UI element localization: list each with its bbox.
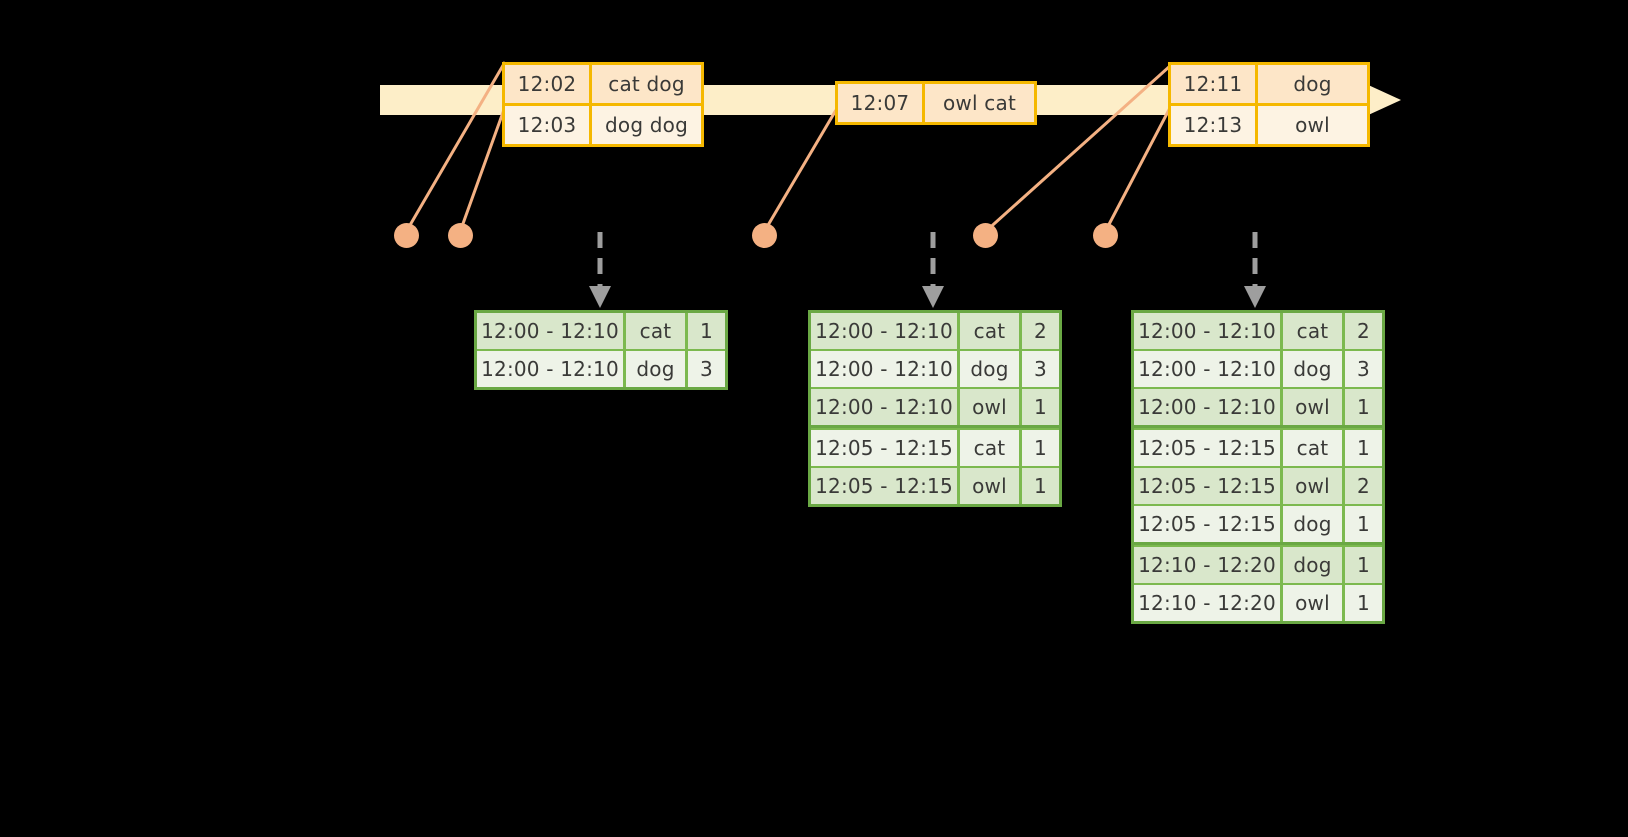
cell-count: 1 bbox=[1342, 585, 1382, 621]
cell-count: 1 bbox=[1019, 468, 1059, 504]
cell-window: 12:00 - 12:10 bbox=[811, 313, 957, 349]
cell-window: 12:05 - 12:15 bbox=[811, 430, 957, 466]
cell-count: 1 bbox=[1342, 389, 1382, 425]
cell-window: 12:00 - 12:10 bbox=[1134, 389, 1280, 425]
cell-window: 12:10 - 12:20 bbox=[1134, 585, 1280, 621]
cell-word: dog bbox=[623, 351, 685, 387]
cell-word: dog bbox=[957, 351, 1019, 387]
leader-line-2 bbox=[458, 103, 508, 233]
event-time: 12:13 bbox=[1171, 106, 1255, 144]
flow-arrow-1 bbox=[585, 232, 615, 312]
cell-word: dog bbox=[1280, 547, 1342, 583]
cell-window: 12:00 - 12:10 bbox=[811, 389, 957, 425]
event-time: 12:03 bbox=[505, 106, 589, 144]
cell-window: 12:00 - 12:10 bbox=[811, 351, 957, 387]
connector-dot-4 bbox=[973, 223, 998, 248]
event-time: 12:02 bbox=[505, 65, 589, 103]
cell-count: 3 bbox=[1342, 351, 1382, 387]
cell-count: 1 bbox=[1342, 506, 1382, 542]
cell-count: 3 bbox=[685, 351, 725, 387]
cell-word: dog bbox=[1280, 506, 1342, 542]
connector-dot-5 bbox=[1093, 223, 1118, 248]
cell-count: 1 bbox=[685, 313, 725, 349]
cell-count: 2 bbox=[1342, 313, 1382, 349]
cell-word: owl bbox=[1280, 468, 1342, 504]
cell-count: 1 bbox=[1342, 430, 1382, 466]
flow-arrow-3 bbox=[1240, 232, 1270, 312]
cell-window: 12:05 - 12:15 bbox=[811, 468, 957, 504]
leader-line-3 bbox=[762, 109, 838, 233]
cell-word: cat bbox=[1280, 313, 1342, 349]
event-time: 12:07 bbox=[838, 84, 922, 122]
cell-word: dog bbox=[1280, 351, 1342, 387]
flow-arrow-2 bbox=[918, 232, 948, 312]
cell-count: 2 bbox=[1019, 313, 1059, 349]
cell-count: 1 bbox=[1019, 430, 1059, 466]
cell-word: cat bbox=[623, 313, 685, 349]
cell-window: 12:05 - 12:15 bbox=[1134, 468, 1280, 504]
cell-window: 12:05 - 12:15 bbox=[1134, 506, 1280, 542]
cell-window: 12:00 - 12:10 bbox=[1134, 351, 1280, 387]
cell-word: cat bbox=[957, 313, 1019, 349]
event-words: cat dog bbox=[589, 65, 701, 103]
cell-word: cat bbox=[1280, 430, 1342, 466]
cell-count: 2 bbox=[1342, 468, 1382, 504]
cell-count: 3 bbox=[1019, 351, 1059, 387]
leader-line-5 bbox=[1103, 103, 1174, 233]
connector-dot-2 bbox=[448, 223, 473, 248]
cell-word: cat bbox=[957, 430, 1019, 466]
event-time: 12:11 bbox=[1171, 65, 1255, 103]
connector-dot-3 bbox=[752, 223, 777, 248]
cell-window: 12:00 - 12:10 bbox=[477, 351, 623, 387]
cell-word: owl bbox=[1280, 585, 1342, 621]
connector-dot-1 bbox=[394, 223, 419, 248]
cell-count: 1 bbox=[1342, 547, 1382, 583]
cell-word: owl bbox=[957, 468, 1019, 504]
event-words: owl bbox=[1255, 106, 1367, 144]
cell-window: 12:05 - 12:15 bbox=[1134, 430, 1280, 466]
event-words: owl cat bbox=[922, 84, 1034, 122]
cell-word: owl bbox=[1280, 389, 1342, 425]
event-words: dog bbox=[1255, 65, 1367, 103]
cell-word: owl bbox=[957, 389, 1019, 425]
event-words: dog dog bbox=[589, 106, 701, 144]
cell-window: 12:00 - 12:10 bbox=[1134, 313, 1280, 349]
cell-count: 1 bbox=[1019, 389, 1059, 425]
cell-window: 12:00 - 12:10 bbox=[477, 313, 623, 349]
cell-window: 12:10 - 12:20 bbox=[1134, 547, 1280, 583]
